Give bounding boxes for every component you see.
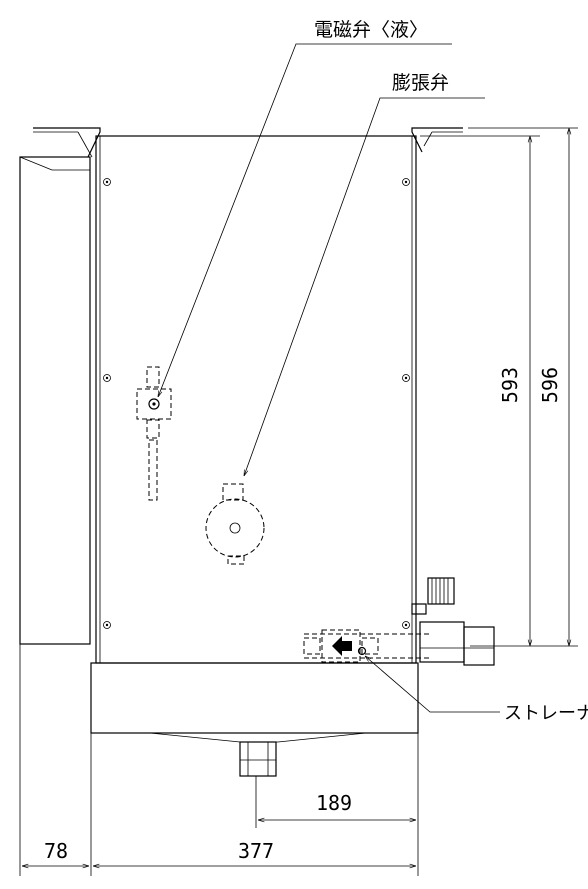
screw-icon — [402, 178, 410, 186]
dim-offset: 189 — [316, 791, 352, 815]
solenoid-valve-label: 電磁弁〈液〉 — [314, 19, 428, 41]
dim-height-inner: 593 — [498, 367, 522, 403]
solenoid-valve-icon — [136, 366, 172, 501]
screw-icon — [103, 178, 111, 186]
drain-pan — [90, 662, 419, 777]
top-bracket-right — [411, 127, 463, 153]
screw-icon — [402, 374, 410, 382]
leader-lines — [158, 43, 500, 713]
dim-depth: 78 — [44, 839, 68, 863]
dim-height-outer: 596 — [538, 367, 562, 403]
strainer-assembly-icon — [303, 629, 430, 663]
expansion-valve-icon — [205, 483, 265, 565]
screw-icon — [103, 374, 111, 382]
pipe-fitting-icon — [411, 577, 495, 666]
screw-icon — [103, 621, 111, 629]
screw-icon — [402, 621, 410, 629]
expansion-valve-label: 膨張弁 — [392, 72, 449, 94]
strainer-label: ストレーナ — [504, 703, 588, 724]
side-cover-panel — [19, 156, 91, 645]
dim-width: 377 — [238, 839, 274, 863]
top-bracket-left — [33, 127, 101, 158]
main-body — [95, 135, 417, 664]
dimension-lines — [19, 127, 578, 876]
